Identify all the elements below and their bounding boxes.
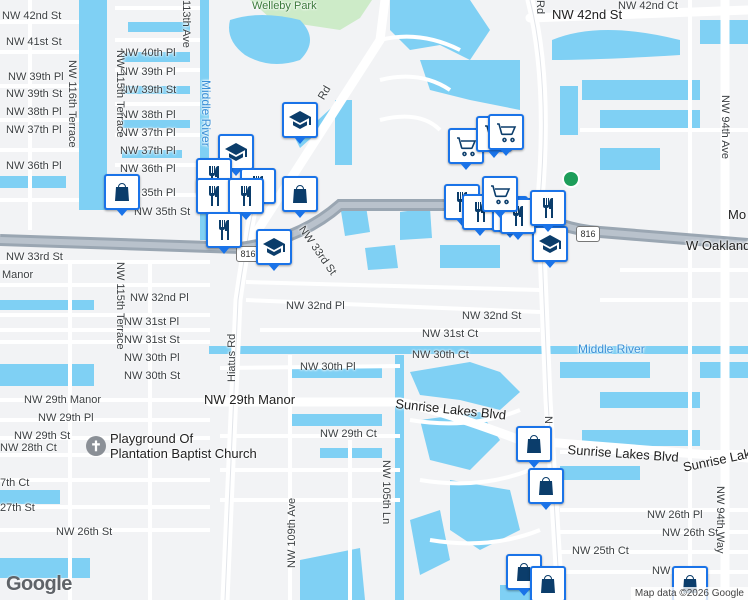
street-label: NW 29th Pl bbox=[38, 412, 94, 424]
street-label: NW 29th Manor bbox=[204, 392, 296, 407]
street-label: 27th St bbox=[0, 502, 35, 514]
street-label-vertical: Rd bbox=[534, 0, 546, 15]
street-label: NW 41st St bbox=[6, 36, 62, 48]
street-label: NW 31st Ct bbox=[422, 328, 479, 340]
street-label: 7th Ct bbox=[0, 477, 30, 489]
water-label: Middle River bbox=[578, 342, 645, 356]
street-label: NW 36th Pl bbox=[120, 163, 176, 175]
park-pin-icon[interactable] bbox=[562, 170, 580, 188]
grocery-cart-poi-icon[interactable] bbox=[488, 114, 524, 156]
park-label: Welleby Park bbox=[252, 0, 317, 12]
street-label: W Oakland bbox=[686, 238, 748, 253]
street-label: NW 40th Pl bbox=[120, 47, 176, 59]
restaurant-poi-icon[interactable] bbox=[206, 212, 242, 254]
shopping-bag-poi-icon[interactable] bbox=[282, 176, 318, 218]
shopping-bag-poi-icon[interactable] bbox=[530, 566, 566, 600]
street-label: NW 33rd St bbox=[6, 251, 63, 263]
grocery-cart-poi-icon[interactable] bbox=[448, 128, 484, 170]
street-label: NW 31st St bbox=[124, 334, 180, 346]
street-label: NW 31st Pl bbox=[124, 316, 180, 328]
street-label-vertical: NW 115th Terrace bbox=[114, 262, 126, 350]
place-label: Mo bbox=[728, 207, 747, 222]
grocery-cart-poi-icon[interactable] bbox=[482, 176, 518, 218]
street-label-vertical: NW 116th Terrace bbox=[66, 60, 78, 148]
street-label: NW 42nd Ct bbox=[618, 0, 678, 12]
street-label: NW 38th Pl bbox=[6, 106, 62, 118]
street-label: NW 42nd St bbox=[552, 7, 623, 22]
street-label: NW 32nd Pl bbox=[130, 292, 189, 304]
street-label: NW 32nd Pl bbox=[286, 300, 345, 312]
school-poi-icon[interactable] bbox=[256, 229, 292, 271]
street-label: NW 29th Ct bbox=[320, 428, 377, 440]
school-poi-icon[interactable] bbox=[218, 134, 254, 176]
shopping-bag-poi-icon[interactable] bbox=[516, 426, 552, 468]
street-label: NW 39th Pl bbox=[8, 71, 64, 83]
street-label: NW 26th St bbox=[56, 526, 113, 538]
street-label-vertical: NW 94th Way bbox=[714, 486, 726, 554]
street-label: NW 32nd St bbox=[462, 310, 522, 322]
shopping-bag-poi-icon[interactable] bbox=[528, 468, 564, 510]
street-label: NW 37th Pl bbox=[120, 145, 176, 157]
shopping-bag-poi-icon[interactable] bbox=[104, 174, 140, 216]
street-label: NW 39th St bbox=[120, 84, 177, 96]
street-label: NW 28th Ct bbox=[0, 442, 57, 454]
restaurant-poi-icon[interactable] bbox=[228, 178, 264, 220]
street-label-vertical: 113th Ave bbox=[180, 0, 192, 48]
street-label: NW 26th St bbox=[662, 527, 719, 539]
street-label: NW 36th Pl bbox=[6, 160, 62, 172]
street-label: NW 29th St bbox=[14, 430, 71, 442]
street-label-vertical: Hiatus Rd bbox=[226, 333, 238, 382]
map-attribution[interactable]: Map data ©2026 Google bbox=[630, 587, 748, 600]
street-label: NW 30th St bbox=[124, 370, 181, 382]
street-label: NW 39th Pl bbox=[120, 66, 176, 78]
street-label-vertical: N bbox=[542, 416, 554, 424]
street-label: NW 42nd St bbox=[2, 10, 62, 22]
street-label-vertical: NW 115th Terrace bbox=[114, 50, 126, 138]
restaurant-poi-icon[interactable] bbox=[196, 178, 232, 220]
water-label: Middle River bbox=[199, 80, 213, 147]
restaurant-poi-icon[interactable] bbox=[530, 190, 566, 232]
street-label-vertical: NW 94th Ave bbox=[719, 95, 731, 159]
street-label: NW 35th St bbox=[134, 206, 191, 218]
street-label-vertical: NW 105th Ln bbox=[380, 460, 392, 525]
google-logo: Google bbox=[6, 573, 72, 595]
church-icon[interactable]: ✝ bbox=[86, 436, 106, 456]
street-label: NW 25th Ct bbox=[572, 545, 629, 557]
street-label: NW 39th St bbox=[6, 88, 63, 100]
street-label: NW 38th Pl bbox=[120, 109, 176, 121]
street-label: NW 37th Pl bbox=[120, 127, 176, 139]
street-label: NW 29th Manor bbox=[24, 394, 102, 406]
street-label: NW 30th Ct bbox=[412, 349, 469, 361]
street-label: NW 37th Pl bbox=[6, 124, 62, 136]
street-label: NW 30th Pl bbox=[124, 352, 180, 364]
church-label: Playground Of bbox=[110, 431, 194, 446]
school-poi-icon[interactable] bbox=[282, 102, 318, 144]
street-label: Manor bbox=[2, 269, 34, 281]
street-label: NW 26th Pl bbox=[647, 509, 703, 521]
church-label: Plantation Baptist Church bbox=[110, 446, 257, 461]
street-label: NW 30th Pl bbox=[300, 361, 356, 373]
street-label-vertical: NW 109th Ave bbox=[286, 497, 298, 568]
route-shield: 816 bbox=[576, 226, 600, 242]
